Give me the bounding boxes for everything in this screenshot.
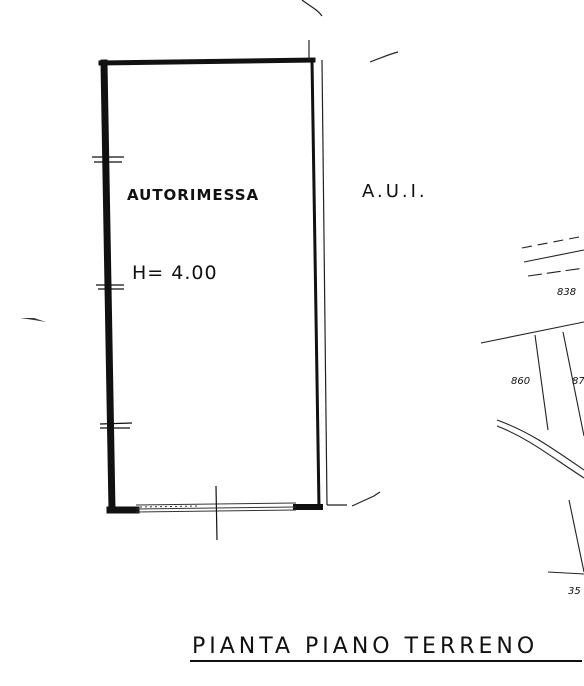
wall-top [98,57,316,66]
title-underline [190,660,582,662]
parcel-number: 838 [557,287,577,298]
height-label: H= 4.00 [132,262,218,284]
garage-walls [98,57,323,514]
adjoining-boundary [301,0,399,507]
stray-mark [20,318,46,322]
parcel-number: 87 [572,376,584,387]
wall-left [100,59,116,514]
room-label: AUTORIMESSA [127,186,260,204]
plan-title: PIANTA PIANO TERRENO [192,634,539,659]
parcel-number: 35 [568,586,581,597]
wall-right [310,58,321,510]
cadastral-map [480,235,584,575]
zone-label: A.U.I. [362,181,428,202]
parcel-number: 860 [511,376,531,387]
section-ticks [92,156,218,541]
